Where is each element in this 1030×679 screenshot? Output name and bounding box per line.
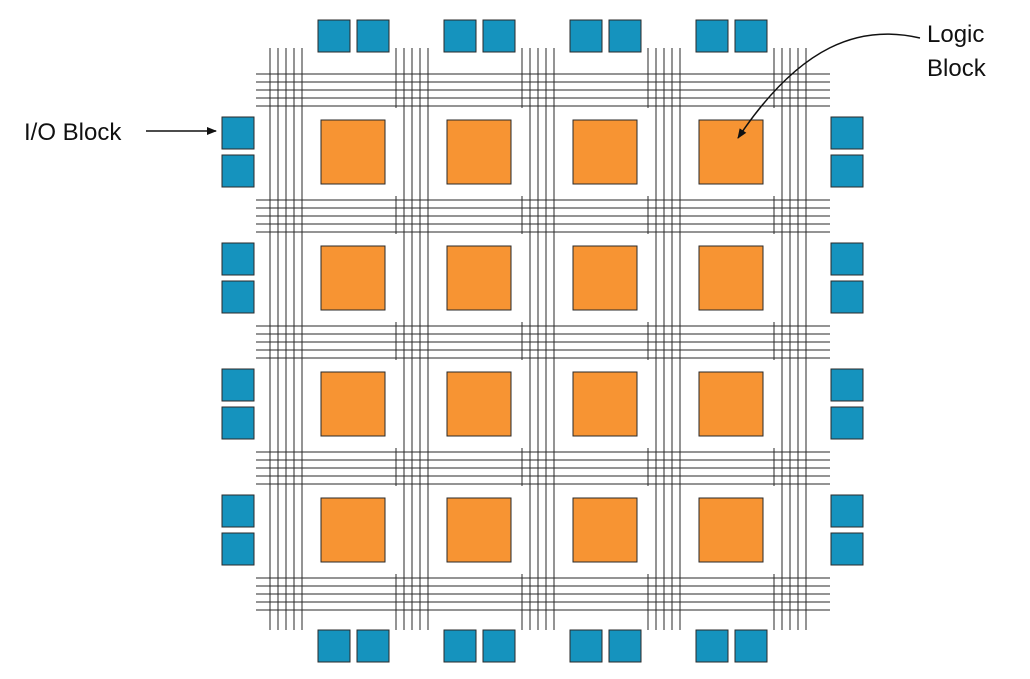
logic-block [446, 119, 512, 185]
io-block-right [830, 406, 864, 440]
logic-block [698, 245, 764, 311]
io-block-right [830, 242, 864, 276]
logic-block [698, 497, 764, 563]
logic-block-label-line1: Logic [927, 21, 984, 48]
io-block-bottom [569, 629, 603, 663]
logic-block-arrow [737, 33, 921, 139]
io-block-bottom [695, 629, 729, 663]
io-block-right [830, 154, 864, 188]
io-block-top [482, 19, 516, 53]
logic-block [572, 371, 638, 437]
io-block-top [734, 19, 768, 53]
logic-block [572, 245, 638, 311]
io-block-top [695, 19, 729, 53]
logic-block [446, 497, 512, 563]
logic-block [572, 119, 638, 185]
io-block-ring [221, 19, 864, 663]
logic-block [698, 119, 764, 185]
io-block-bottom [734, 629, 768, 663]
io-block-left [221, 532, 255, 566]
io-block-left [221, 154, 255, 188]
logic-block [446, 371, 512, 437]
io-block-right [830, 532, 864, 566]
logic-block [320, 119, 386, 185]
io-block-top [608, 19, 642, 53]
io-block-left [221, 242, 255, 276]
logic-block-array [309, 108, 775, 574]
io-block-bottom [317, 629, 351, 663]
logic-block [698, 371, 764, 437]
io-block-right [830, 116, 864, 150]
io-block-bottom [482, 629, 516, 663]
io-block-right [830, 280, 864, 314]
io-block-bottom [608, 629, 642, 663]
logic-block [320, 245, 386, 311]
io-block-right [830, 494, 864, 528]
io-block-label: I/O Block [24, 119, 122, 146]
io-block-right [830, 368, 864, 402]
io-block-top [317, 19, 351, 53]
io-block-left [221, 116, 255, 150]
io-block-top [569, 19, 603, 53]
io-block-bottom [356, 629, 390, 663]
logic-block [320, 497, 386, 563]
io-block-top [356, 19, 390, 53]
io-block-top [443, 19, 477, 53]
io-block-left [221, 368, 255, 402]
logic-block-label-line2: Block [927, 55, 987, 82]
logic-block [320, 371, 386, 437]
logic-block [572, 497, 638, 563]
logic-block [446, 245, 512, 311]
io-block-bottom [443, 629, 477, 663]
io-block-left [221, 494, 255, 528]
io-block-left [221, 280, 255, 314]
io-block-left [221, 406, 255, 440]
